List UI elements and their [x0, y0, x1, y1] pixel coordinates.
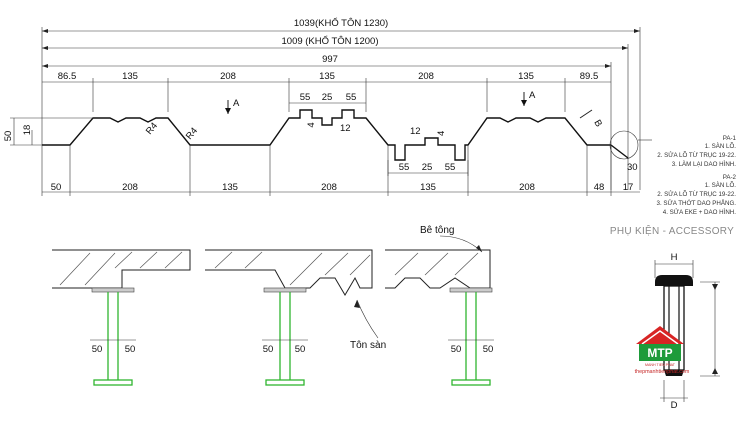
svg-text:208: 208 [321, 182, 337, 193]
logo-url: thepmanhtienphat.com [635, 369, 690, 375]
bottom-segment-dimensions: 50 208 135 208 135 208 48 17 [41, 145, 640, 196]
svg-text:50: 50 [51, 182, 62, 193]
rib-top-dimensions: 55 25 55 4 12 [289, 92, 366, 134]
svg-text:208: 208 [122, 182, 138, 193]
section-marker-a1: A [225, 98, 240, 114]
concrete-label: Bê tông [420, 225, 454, 236]
svg-text:50: 50 [92, 344, 103, 355]
steel-beam-left: 50 50 [90, 287, 136, 386]
svg-text:135: 135 [222, 182, 238, 193]
svg-text:PA-2: PA-2 [723, 174, 737, 181]
svg-text:PA-1: PA-1 [723, 135, 737, 142]
deck-arrow [354, 300, 360, 308]
svg-text:55: 55 [346, 92, 357, 103]
section-marker-b: B [579, 109, 604, 129]
svg-text:55: 55 [399, 162, 410, 173]
deck-leader [356, 299, 379, 339]
top-dim-2: 208 [220, 71, 236, 82]
deck-label: Tôn sàn [350, 340, 386, 351]
svg-text:3. LÀM LẠI DAO HÌNH.: 3. LÀM LẠI DAO HÌNH. [672, 161, 737, 168]
slab-segment-right [385, 249, 491, 289]
svg-text:1. SÀN LÕ.: 1. SÀN LÕ. [705, 182, 737, 189]
svg-text:3. SỬA THỚT DAO PHẲNG.: 3. SỬA THỚT DAO PHẲNG. [657, 200, 737, 207]
logo-text: MTP [647, 346, 672, 360]
svg-text:25: 25 [322, 92, 333, 103]
svg-text:55: 55 [445, 162, 456, 173]
svg-text:50: 50 [295, 344, 306, 355]
height-dimensions: 50 18 30 [3, 117, 638, 173]
svg-text:12: 12 [410, 126, 421, 137]
svg-text:208: 208 [519, 182, 535, 193]
top-segment-dimensions: 86.5 135 208 135 208 135 89.5 [42, 71, 611, 112]
height-side-label: 30 [627, 162, 638, 173]
steel-beam-middle: 50 50 [262, 287, 308, 386]
svg-text:135: 135 [420, 182, 436, 193]
svg-text:50: 50 [451, 344, 462, 355]
top-dim-5: 135 [518, 71, 534, 82]
accessory-shank-label: D [671, 400, 678, 411]
svg-text:12: 12 [340, 123, 351, 134]
svg-text:4. SỬA EKE + DAO HÌNH.: 4. SỬA EKE + DAO HÌNH. [663, 209, 736, 216]
dimension-1009: 1009 (KHỔ TÔN 1200) [42, 35, 629, 190]
section-marker-a2: A [521, 90, 536, 106]
slab-segment-middle [205, 249, 373, 296]
height-total-label: 50 [3, 131, 14, 142]
notes-pa2: PA-2 1. SÀN LÕ. 2. SỬA LÕ TỪ TRỤC 19-22.… [657, 174, 737, 216]
svg-text:2. SỬA LÕ TỪ TRỤC 19-22.: 2. SỬA LÕ TỪ TRỤC 19-22. [657, 191, 736, 198]
detail-circle [609, 130, 639, 160]
rib-bottom-dimensions: 55 25 55 12 4 [387, 126, 469, 176]
profile-end-lip [610, 144, 629, 159]
svg-text:17: 17 [623, 182, 634, 193]
steel-beam-right: 50 50 [448, 287, 494, 386]
width-1009-label: 1009 (KHỔ TÔN 1200) [282, 35, 379, 47]
svg-text:A: A [233, 98, 240, 109]
company-logo: MTP MANH TIEN PHAT thepmanhtienphat.com [635, 326, 690, 375]
top-dim-1: 135 [122, 71, 138, 82]
dimension-1039: 1039(KHỔ TÔN 1230) [41, 17, 641, 190]
svg-text:25: 25 [422, 162, 433, 173]
svg-text:4: 4 [436, 131, 447, 136]
slab-segment-left [52, 249, 191, 289]
svg-text:4: 4 [306, 122, 317, 127]
logo-subtitle: MANH TIEN PHAT [645, 363, 676, 367]
notes-pa1: PA-1 1. SÀN LÕ. 2. SỬA LÕ TỪ TRỤC 19-22.… [657, 135, 736, 168]
svg-text:B: B [591, 118, 604, 129]
radius-label-1: R4 [144, 121, 160, 137]
svg-text:2. SỬA LÕ TỪ TRỤC 19-22.: 2. SỬA LÕ TỪ TRỤC 19-22. [657, 152, 736, 159]
top-dim-3: 135 [319, 71, 335, 82]
top-dim-4: 208 [418, 71, 434, 82]
height-lip-label: 18 [22, 125, 33, 136]
svg-text:50: 50 [483, 344, 494, 355]
width-1039-label: 1039(KHỔ TÔN 1230) [294, 17, 388, 29]
svg-text:55: 55 [300, 92, 311, 103]
svg-text:48: 48 [594, 182, 605, 193]
svg-text:50: 50 [263, 344, 274, 355]
deck-profile [42, 109, 611, 161]
svg-text:1. SÀN LÕ.: 1. SÀN LÕ. [705, 143, 737, 150]
accessory-label: PHỤ KIỆN - ACCESSORY [610, 224, 734, 237]
accessory-head-label: H [671, 252, 678, 263]
width-997-label: 997 [322, 54, 338, 65]
top-dim-0: 86.5 [58, 71, 77, 82]
concrete-arrow [476, 245, 482, 252]
svg-text:50: 50 [125, 344, 136, 355]
top-dim-6: 89.5 [580, 71, 599, 82]
svg-text:A: A [529, 90, 536, 101]
